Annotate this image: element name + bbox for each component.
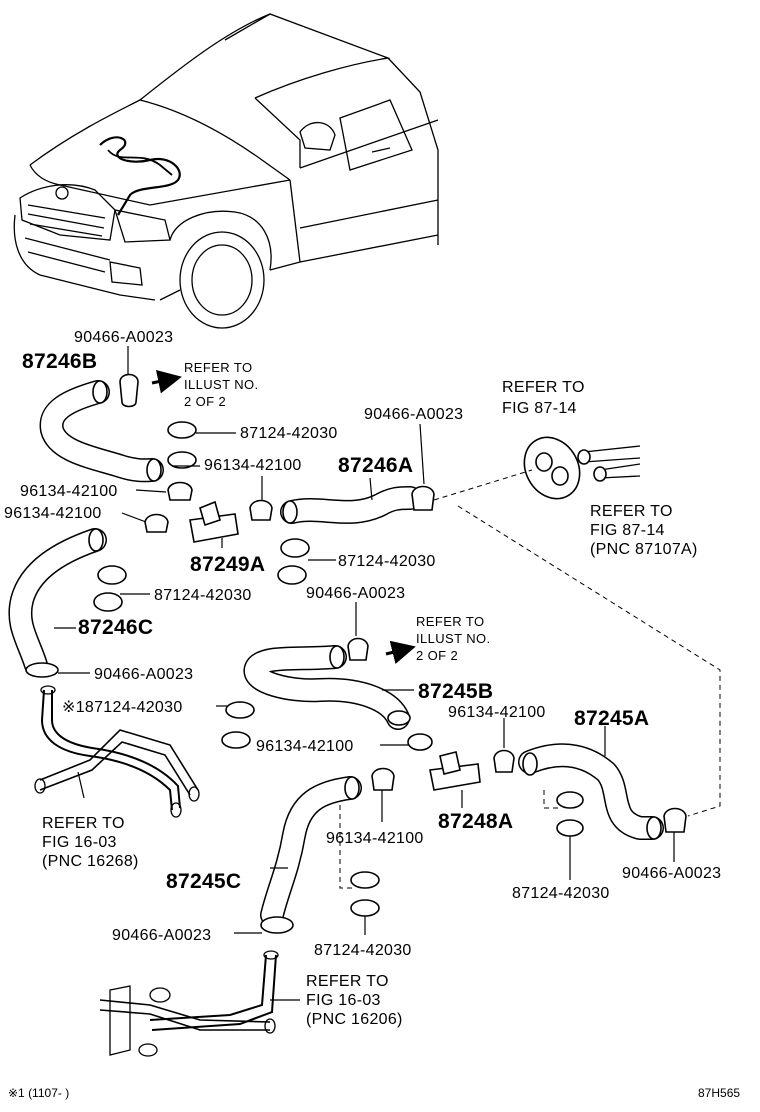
pipe-assembly-16268 bbox=[34, 685, 200, 818]
label-refer-fig8714-top-line1: REFER TO bbox=[502, 379, 585, 396]
label-refer-illust-2-line2: ILLUST NO. bbox=[416, 631, 491, 646]
vehicle-illustration bbox=[13, 13, 439, 329]
label-90466-mid: 90466-A0023 bbox=[364, 406, 463, 423]
label-87124-a: 87124-42030 bbox=[240, 425, 338, 442]
label-refer-fig1603-b-line3: (PNC 16206) bbox=[306, 1011, 403, 1028]
label-96134-b: 96134-42100 bbox=[20, 483, 118, 500]
hose-87246A bbox=[280, 486, 422, 524]
label-87246C: 87246C bbox=[78, 616, 153, 639]
label-refer-fig1603-a-line3: (PNC 16268) bbox=[42, 853, 139, 870]
label-87246A: 87246A bbox=[338, 454, 413, 477]
label-87246B: 87246B bbox=[22, 350, 97, 373]
label-90466-c: 90466-A0023 bbox=[306, 585, 405, 602]
label-96134-e: 96134-42100 bbox=[256, 738, 354, 755]
label-refer-fig1603-a-line1: REFER TO bbox=[42, 815, 125, 832]
label-refer-illust-1-line2: ILLUST NO. bbox=[184, 377, 259, 392]
label-96134-c: 96134-42100 bbox=[4, 505, 102, 522]
hose-87246B bbox=[39, 380, 164, 483]
label-87248A: 87248A bbox=[438, 810, 513, 833]
label-96134-a: 96134-42100 bbox=[204, 457, 302, 474]
hose-87245A bbox=[518, 743, 664, 840]
label-90466-e: 90466-A0023 bbox=[622, 865, 721, 882]
label-refer-fig8714-bot-line3: (PNC 87107A) bbox=[590, 541, 698, 558]
label-refer-fig1603-b-line2: FIG 16-03 bbox=[306, 992, 381, 1009]
label-87124-b: 87124-42030 bbox=[338, 553, 436, 570]
label-87245C: 87245C bbox=[166, 870, 241, 893]
label-refer-illust-2-line3: 2 OF 2 bbox=[416, 648, 458, 663]
part-labels: 90466-A0023 87246B REFER TO ILLUST NO. 2… bbox=[4, 329, 721, 1028]
label-90466-top: 90466-A0023 bbox=[74, 329, 173, 346]
label-90466-f: 90466-A0023 bbox=[112, 927, 211, 944]
leader-lines bbox=[54, 346, 675, 1001]
hose-87246C bbox=[8, 528, 107, 677]
label-refer-illust-1-line1: REFER TO bbox=[184, 360, 252, 375]
label-87245B: 87245B bbox=[418, 680, 493, 703]
label-refer-fig8714-top-line2: FIG 87-14 bbox=[502, 400, 577, 417]
pipe-assembly-16206 bbox=[99, 950, 279, 1057]
label-87124-c: 87124-42030 bbox=[154, 587, 252, 604]
label-96134-f: 96134-42100 bbox=[326, 830, 424, 847]
label-refer-fig8714-bot-line1: REFER TO bbox=[590, 503, 673, 520]
label-87124-star: ※187124-42030 bbox=[62, 699, 183, 716]
label-87245A: 87245A bbox=[574, 707, 649, 730]
hose-87245B bbox=[243, 645, 411, 730]
connection-lines bbox=[339, 469, 721, 889]
label-refer-illust-1-line3: 2 OF 2 bbox=[184, 394, 226, 409]
refer-arrows bbox=[151, 369, 416, 665]
label-87124-e: 87124-42030 bbox=[314, 942, 412, 959]
label-96134-d: 96134-42100 bbox=[448, 704, 546, 721]
clamps bbox=[25, 373, 687, 934]
footer-note: ※1 (1107- ) bbox=[8, 1086, 69, 1100]
label-90466-d: 90466-A0023 bbox=[94, 666, 193, 683]
label-refer-fig1603-b-line1: REFER TO bbox=[306, 973, 389, 990]
diagram-code: 87H565 bbox=[698, 1086, 740, 1100]
label-refer-fig1603-a-line2: FIG 16-03 bbox=[42, 834, 117, 851]
label-refer-fig8714-bot-line2: FIG 87-14 bbox=[590, 522, 665, 539]
label-87124-d: 87124-42030 bbox=[512, 885, 610, 902]
hose-87245C bbox=[260, 776, 362, 927]
label-refer-illust-2-line1: REFER TO bbox=[416, 614, 484, 629]
label-87249A: 87249A bbox=[190, 553, 265, 576]
